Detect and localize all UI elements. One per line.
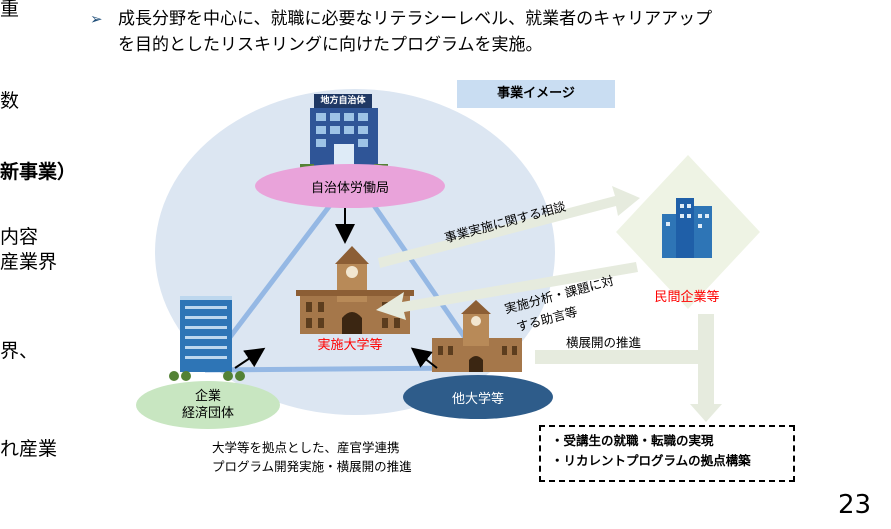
left-text-7: れ産業 <box>0 438 58 460</box>
other-university-building-icon <box>432 300 522 372</box>
left-text-1: 重 <box>0 0 20 20</box>
diagram-caption-2: プログラム開発実施・横展開の推進 <box>212 459 412 474</box>
government-building-icon <box>300 94 388 170</box>
headline-line-2: を目的としたリスキリングに向けたプログラムを実施。 <box>118 35 543 55</box>
university-label: 実施大学等 <box>317 338 383 353</box>
diagram-caption-1: 大学等を拠点とした、産官学連携 <box>212 440 400 455</box>
company-label-2: 経済団体 <box>181 406 234 421</box>
building-sign: 地方自治体 <box>320 96 366 106</box>
outcome-item: ・受講生の就職・転職の実現 <box>551 433 714 448</box>
left-text-3: 新事業） <box>0 161 77 183</box>
diagram-tag: 事業イメージ <box>457 80 615 108</box>
labor-bureau-node <box>255 164 445 208</box>
headline-line-1: 成長分野を中心に、就職に必要なリテラシーレベル、就業者のキャリアアップ <box>118 9 713 29</box>
outcome-item: ・リカレントプログラムの拠点構築 <box>551 453 751 468</box>
expansion-arrow <box>535 314 722 422</box>
left-text-4: 内容 <box>0 226 39 248</box>
consult-arrow <box>378 186 640 268</box>
advice-arrow <box>376 262 638 320</box>
other-university-node <box>403 375 553 419</box>
other-university-label: 他大学等 <box>451 392 504 407</box>
bullet-arrow-icon: ➢ <box>90 10 103 28</box>
outcome-box: ・受講生の就職・転職の実現 ・リカレントプログラムの拠点構築 <box>539 425 795 482</box>
left-text-6: 界、 <box>0 340 39 362</box>
private-company-label: 民間企業等 <box>654 290 720 305</box>
company-label-1: 企業 <box>194 389 221 404</box>
private-company-icon <box>616 155 760 309</box>
company-building-icon <box>169 296 245 381</box>
company-node <box>136 381 280 429</box>
labor-bureau-label: 自治体労働局 <box>310 181 389 196</box>
left-text-2: 数 <box>0 90 20 112</box>
left-text-5: 産業界 <box>0 251 58 273</box>
expansion-label: 横展開の推進 <box>566 335 642 350</box>
page-number: 23 <box>838 490 872 520</box>
